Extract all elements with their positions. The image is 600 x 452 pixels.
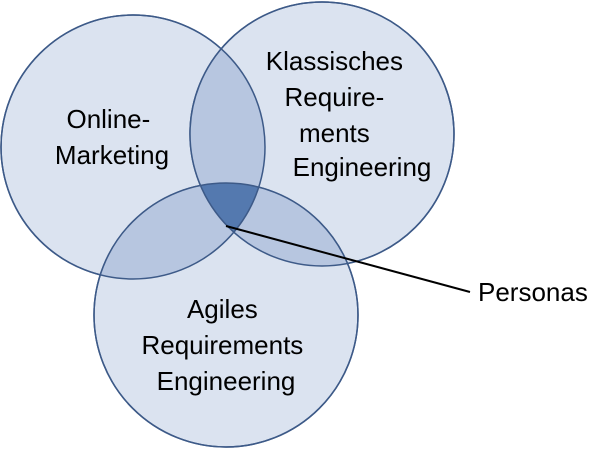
label-agiles-re: Agiles Requirements Engineering [141, 294, 310, 396]
label-klassisches-re-line: Require- [285, 82, 385, 112]
outline-agiles-re [93, 182, 359, 448]
label-personas: Personas [478, 277, 588, 307]
label-agiles-re-line: Engineering [157, 366, 296, 396]
outline-online-marketing [0, 14, 266, 280]
label-klassisches-re-line: Engineering [293, 152, 432, 182]
label-klassisches-re: Klassisches Require- ments Engineering [266, 46, 432, 182]
label-klassisches-re-line: Klassisches [266, 46, 403, 76]
label-online-marketing-line: Marketing [55, 140, 169, 170]
label-online-marketing: Online- Marketing [55, 104, 169, 170]
outline-klassisches-re [189, 1, 455, 267]
label-agiles-re-line: Requirements [141, 330, 303, 360]
label-klassisches-re-line: ments [299, 118, 370, 148]
personas-leader-line [225, 225, 471, 293]
overlap-online-agil [94, 183, 265, 279]
overlap-klassisch-agil [190, 183, 358, 266]
label-agiles-re-line: Agiles [187, 294, 258, 324]
label-online-marketing-line: Online- [66, 104, 150, 134]
